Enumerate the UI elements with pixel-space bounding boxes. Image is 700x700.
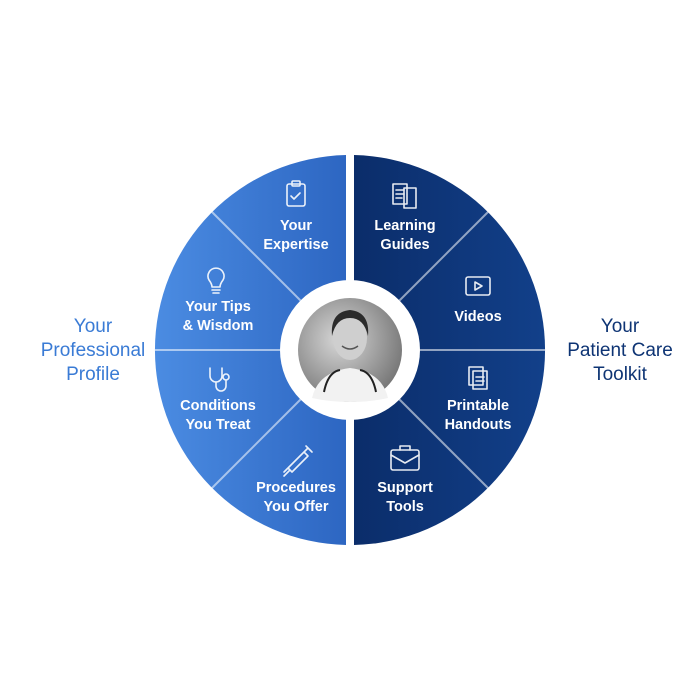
briefcase-icon bbox=[390, 445, 420, 471]
segment-dividers bbox=[155, 211, 545, 489]
documents-icon bbox=[392, 183, 417, 209]
doctor-portrait bbox=[298, 298, 402, 402]
handouts-icon bbox=[468, 366, 488, 390]
stethoscope-icon bbox=[209, 367, 230, 392]
lightbulb-icon bbox=[207, 267, 225, 294]
clipboard-check-icon bbox=[286, 180, 306, 207]
segment-tips-wisdom[interactable]: Your Tips& Wisdom bbox=[183, 299, 254, 334]
segment-videos[interactable]: Videos bbox=[454, 309, 501, 325]
syringe-icon bbox=[283, 445, 313, 477]
video-play-icon bbox=[465, 276, 491, 296]
